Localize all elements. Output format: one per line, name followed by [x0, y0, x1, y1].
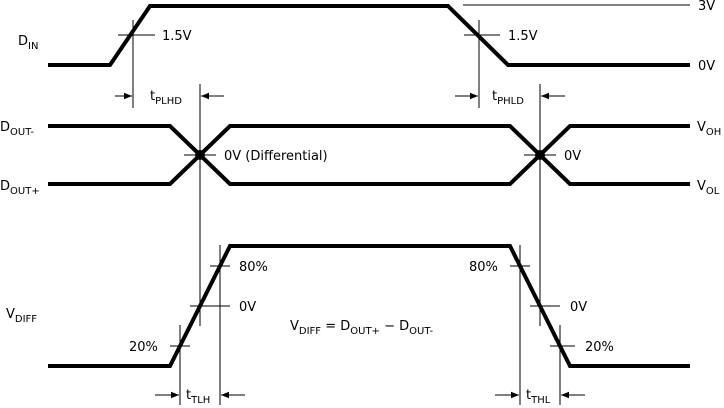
- fall-0v-label: 0V: [570, 300, 587, 315]
- fall-20-label: 20%: [585, 340, 614, 355]
- rise-80-label: 80%: [239, 260, 268, 275]
- tplhd-label: tPLHD: [150, 89, 182, 107]
- din-label: DIN: [18, 34, 38, 52]
- vdiff-equation: VDIFF = DOUT+ − DOUT-: [290, 319, 434, 337]
- dout-plus-label: DOUT+: [0, 179, 40, 197]
- tplhd-marker: [115, 84, 224, 108]
- crossing-right-label: 0V: [564, 149, 581, 164]
- dout-minus-waveform: [48, 124, 690, 186]
- crossing-dot-left: [195, 150, 205, 160]
- vol-label: VOL: [697, 179, 720, 197]
- vdiff-waveform: [48, 244, 690, 405]
- tthl-label: tTHL: [526, 388, 551, 406]
- din-threshold-fall-label: 1.5V: [508, 29, 538, 44]
- din-waveform: [48, 4, 690, 108]
- crossing-left-label: 0V (Differential): [224, 149, 328, 164]
- rise-0v-label: 0V: [239, 300, 256, 315]
- high-level-label: 3V: [698, 0, 715, 14]
- dout-plus-waveform: [48, 124, 690, 186]
- low-level-label: 0V: [698, 59, 715, 74]
- din-threshold-rise-label: 1.5V: [162, 29, 192, 44]
- dout-minus-label: DOUT-: [0, 120, 34, 138]
- ttlh-label: tTLH: [186, 388, 210, 406]
- tphld-marker: [455, 84, 565, 108]
- voh-label: VOH: [697, 120, 721, 138]
- crossing-dot-right: [535, 150, 545, 160]
- rise-20-label: 20%: [129, 340, 158, 355]
- fall-80-label: 80%: [469, 260, 498, 275]
- vdiff-label: VDIFF: [6, 307, 37, 325]
- tphld-label: tPHLD: [492, 89, 524, 107]
